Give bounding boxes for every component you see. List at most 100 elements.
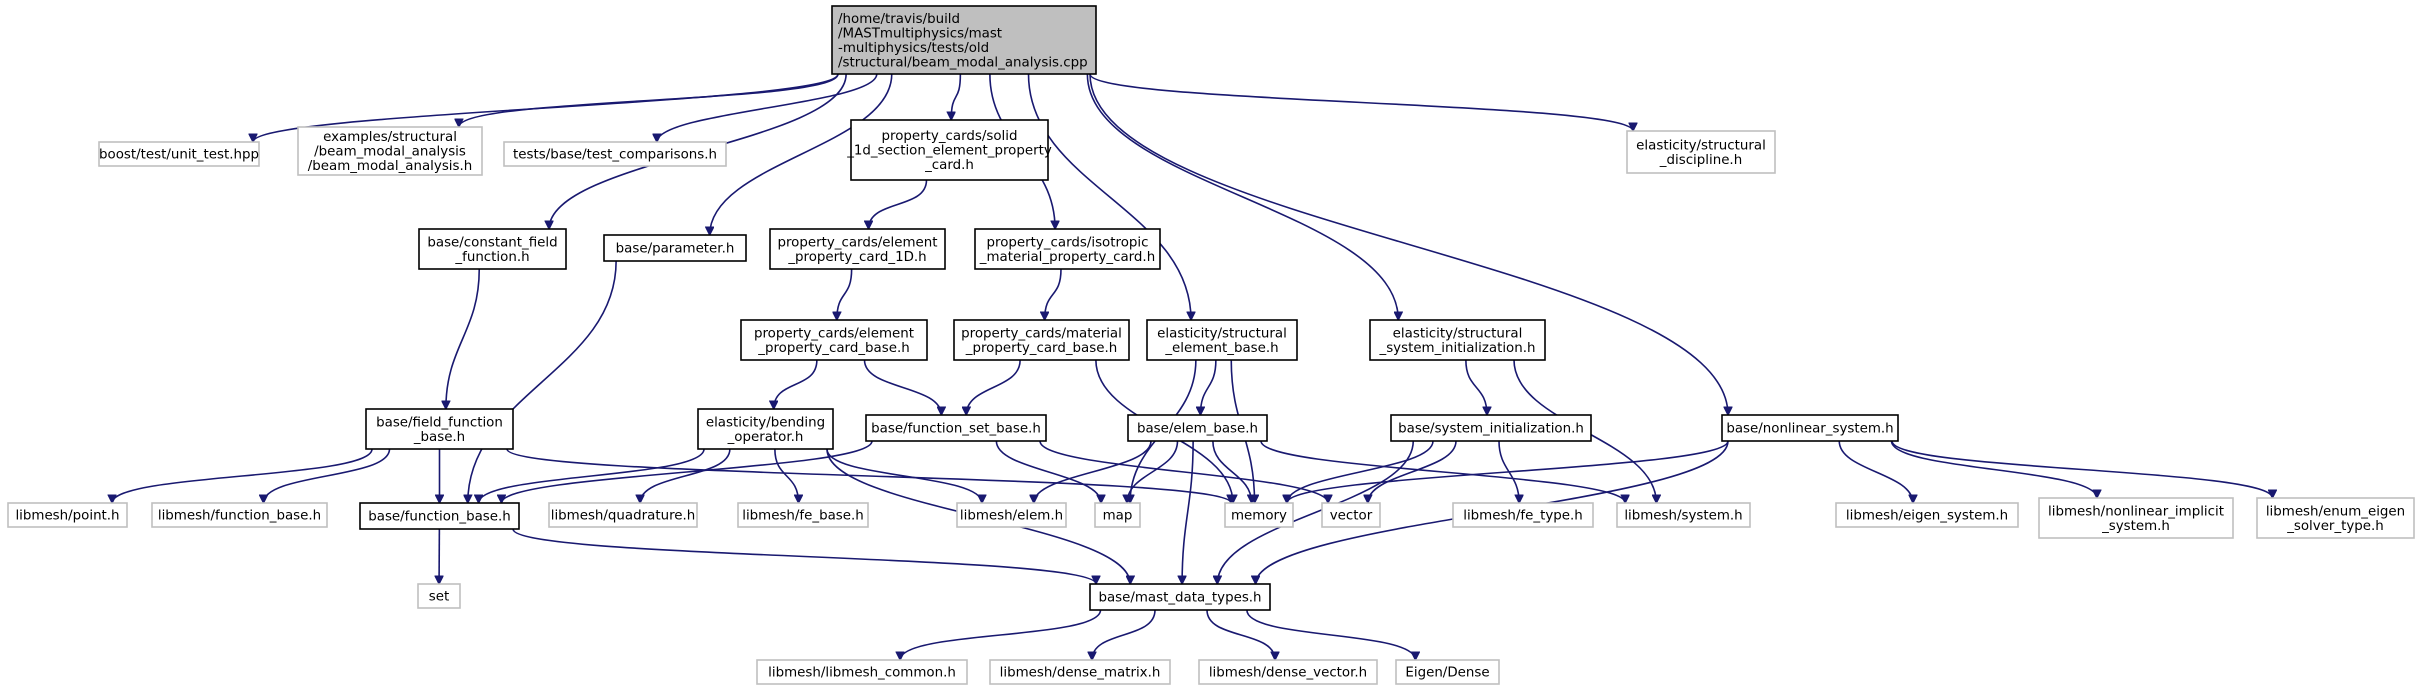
node-solid-1d-card[interactable]: property_cards/solid_1d_section_element_…	[846, 119, 1052, 181]
node-structural-element-base[interactable]: elasticity/structural_element_base.h	[1146, 319, 1298, 361]
node-box	[1146, 319, 1298, 361]
node-box	[956, 502, 1067, 528]
node-label: _base.h	[413, 430, 465, 445]
node-constant-field-function[interactable]: base/constant_field_function.h	[418, 228, 567, 270]
node-label: /beam_modal_analysis	[314, 145, 466, 160]
node-set: set	[417, 583, 461, 609]
node-box	[418, 228, 567, 270]
node-label: _discipline.h	[1659, 153, 1742, 168]
node-label: base/system_initialization.h	[1398, 422, 1584, 437]
node-box	[2256, 497, 2415, 539]
node-eigen-dense: Eigen/Dense	[1395, 659, 1500, 685]
node-box	[740, 319, 928, 361]
node-box	[1127, 414, 1268, 442]
node-label: set	[429, 590, 449, 605]
node-isotropic-material-card[interactable]: property_cards/isotropic_material_proper…	[974, 228, 1161, 270]
edge-structural-element-base-to-elem-base	[1200, 359, 1217, 415]
node-fe-type: libmesh/fe_type.h	[1452, 502, 1594, 528]
edge-constant-field-function-to-field-function-base	[446, 268, 481, 409]
node-mast-data-types[interactable]: base/mast_data_types.h	[1089, 583, 1271, 611]
node-label: map	[1103, 509, 1133, 524]
node-label: examples/structural	[323, 130, 457, 145]
node-box	[1452, 502, 1594, 528]
node-eigen-system: libmesh/eigen_system.h	[1835, 502, 2019, 528]
node-box	[1390, 414, 1592, 442]
edge-function-set-base-to-vector	[1039, 440, 1328, 503]
node-label: libmesh/enum_eigen	[2266, 504, 2405, 519]
node-function-base[interactable]: base/function_base.h	[359, 502, 520, 530]
edge-material-property-card-base-to-function-set-base	[966, 359, 1021, 415]
node-box	[417, 583, 461, 609]
node-box	[297, 126, 483, 176]
edge-nonlinear-system-to-memory	[1287, 440, 1729, 503]
edge-root-to-beam-modal-analysis-h	[459, 73, 839, 127]
edge-function-base-to-mast-data-types	[512, 528, 1096, 585]
node-box	[1094, 502, 1141, 528]
node-structural-system-initialization[interactable]: elasticity/structural_system_initializat…	[1369, 319, 1546, 361]
node-label: property_cards/element	[777, 235, 937, 250]
node-enum-eigen-solver-type: libmesh/enum_eigen_solver_type.h	[2256, 497, 2415, 539]
node-field-function-base[interactable]: base/field_function_base.h	[365, 408, 514, 450]
node-element-property-card-base[interactable]: property_cards/element_property_card_bas…	[740, 319, 928, 361]
node-box	[756, 659, 968, 685]
node-label: /home/travis/build	[838, 12, 960, 27]
node-label: base/constant_field	[427, 235, 557, 250]
edge-elem-base-to-memory	[1212, 440, 1252, 503]
node-label: _system.h	[2101, 519, 2170, 534]
nodes-layer: /home/travis/build/MASTmultiphysics/mast…	[7, 5, 2415, 685]
node-libmesh-elem: libmesh/elem.h	[956, 502, 1067, 528]
node-label: _function.h	[454, 250, 529, 265]
node-libmesh-common: libmesh/libmesh_common.h	[756, 659, 968, 685]
node-box	[603, 234, 747, 262]
node-label: _property_card_1D.h	[787, 250, 926, 265]
edge-element-property-card-base-to-bending-operator	[774, 359, 818, 409]
node-root[interactable]: /home/travis/build/MASTmultiphysics/mast…	[831, 5, 1097, 75]
edge-elem-base-to-mast-data-types	[1182, 440, 1194, 584]
edge-root-to-parameter	[710, 73, 893, 235]
edge-root-to-structural-element-base	[1027, 73, 1192, 320]
node-parameter[interactable]: base/parameter.h	[603, 234, 747, 262]
node-label: libmesh/system.h	[1624, 509, 1742, 524]
node-label: /beam_modal_analysis.h	[308, 159, 473, 174]
node-label: _operator.h	[727, 430, 804, 445]
node-elem-base[interactable]: base/elem_base.h	[1127, 414, 1268, 442]
node-label: elasticity/structural	[1157, 326, 1287, 341]
node-label: libmesh/point.h	[15, 509, 119, 524]
node-point: libmesh/point.h	[7, 502, 128, 528]
node-label: base/elem_base.h	[1137, 422, 1258, 437]
edge-elem-base-to-libmesh-elem	[1034, 440, 1152, 503]
node-box	[865, 414, 1047, 442]
edge-nonlinear-system-to-eigen-system	[1838, 440, 1913, 503]
node-label: boost/test/unit_test.hpp	[99, 148, 259, 163]
edge-root-to-nonlinear-system	[1089, 73, 1728, 415]
node-beam-modal-analysis-h: examples/structural/beam_modal_analysis/…	[297, 126, 483, 176]
node-nonlinear-system[interactable]: base/nonlinear_system.h	[1721, 414, 1899, 442]
node-system-initialization[interactable]: base/system_initialization.h	[1390, 414, 1592, 442]
node-label: /structural/beam_modal_analysis.cpp	[838, 55, 1088, 70]
node-box	[365, 408, 514, 450]
node-box	[1626, 130, 1776, 174]
node-nonlinear-implicit-system: libmesh/nonlinear_implicit_system.h	[2038, 497, 2234, 539]
edge-root-to-structural-system-initialization	[1086, 73, 1398, 320]
node-label: _property_card_base.h	[965, 341, 1117, 356]
edge-mast-data-types-to-libmesh-common	[900, 609, 1102, 660]
edge-mast-data-types-to-dense-vector	[1206, 609, 1275, 660]
edge-root-to-solid-1d-card	[951, 73, 962, 120]
node-material-property-card-base[interactable]: property_cards/material_property_card_ba…	[953, 319, 1130, 361]
node-box	[737, 502, 869, 528]
node-label: -multiphysics/tests/old	[838, 41, 989, 56]
edge-root-to-test-comparisons	[657, 73, 878, 142]
node-function-set-base[interactable]: base/function_set_base.h	[865, 414, 1047, 442]
node-bending-operator[interactable]: elasticity/bending_operator.h	[697, 408, 834, 450]
node-label: elasticity/bending	[706, 415, 825, 430]
node-box	[953, 319, 1130, 361]
edge-field-function-base-to-libmesh-function-base	[264, 448, 391, 503]
node-element-property-card-1d[interactable]: property_cards/element_property_card_1D.…	[769, 228, 946, 270]
node-vector: vector	[1321, 502, 1381, 528]
node-label: property_cards/material	[961, 326, 1122, 341]
node-structural-discipline: elasticity/structural_discipline.h	[1626, 130, 1776, 174]
node-box	[831, 5, 1097, 75]
node-box	[1224, 502, 1294, 528]
node-dense-matrix: libmesh/dense_matrix.h	[989, 659, 1171, 685]
